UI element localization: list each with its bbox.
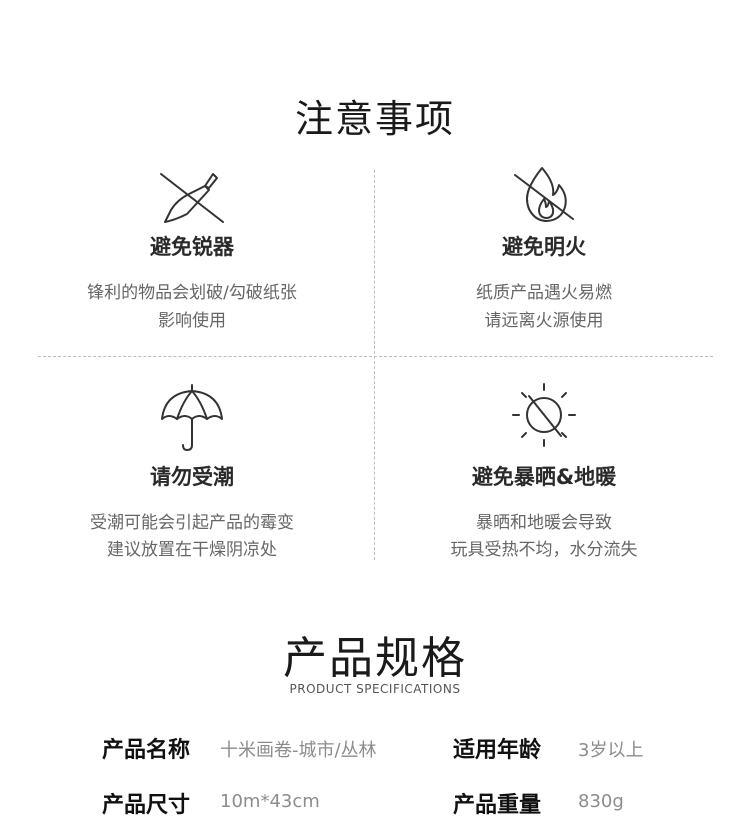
- umbrella-icon: [159, 383, 225, 453]
- notice-item-desc: 影响使用: [158, 311, 226, 331]
- spec-value-age: 3岁以上: [578, 740, 644, 761]
- notice-item-desc: 暴晒和地暖会导致: [476, 513, 612, 533]
- notice-item-title: 避免明火: [502, 235, 586, 259]
- grid-horizontal-divider: [38, 356, 713, 357]
- notice-item-desc: 受潮可能会引起产品的霉变: [90, 513, 294, 533]
- spec-label-weight: 产品重量: [453, 793, 542, 818]
- notice-item-desc: 建议放置在干燥阴凉处: [107, 540, 277, 560]
- notice-item-title: 避免锐器: [150, 235, 234, 259]
- spec-value-weight: 830g: [578, 791, 624, 812]
- spec-value-size: 10m*43cm: [220, 791, 320, 812]
- spec-value-name: 十米画卷-城市/丛林: [220, 740, 377, 761]
- notice-title: 注意事项: [294, 97, 455, 141]
- grid-vertical-divider: [374, 170, 375, 560]
- notice-item-desc: 请远离火源使用: [484, 311, 604, 331]
- no-knife-icon: [157, 170, 227, 226]
- no-fire-icon: [509, 165, 579, 225]
- specs-subtitle: PRODUCT SPECIFICATIONS: [289, 682, 461, 696]
- notice-item-title: 避免暴晒&地暖: [471, 465, 617, 489]
- notice-item-desc: 玩具受热不均，水分流失: [450, 540, 638, 560]
- specs-title: 产品规格: [283, 633, 467, 684]
- notice-item-title: 请勿受潮: [150, 465, 234, 489]
- spec-label-size: 产品尺寸: [102, 793, 191, 818]
- spec-label-name: 产品名称: [102, 738, 191, 763]
- no-sun-icon: [509, 382, 579, 448]
- spec-label-age: 适用年龄: [453, 738, 542, 763]
- notice-item-desc: 锋利的物品会划破/勾破纸张: [87, 283, 297, 303]
- notice-item-desc: 纸质产品遇火易燃: [476, 283, 612, 303]
